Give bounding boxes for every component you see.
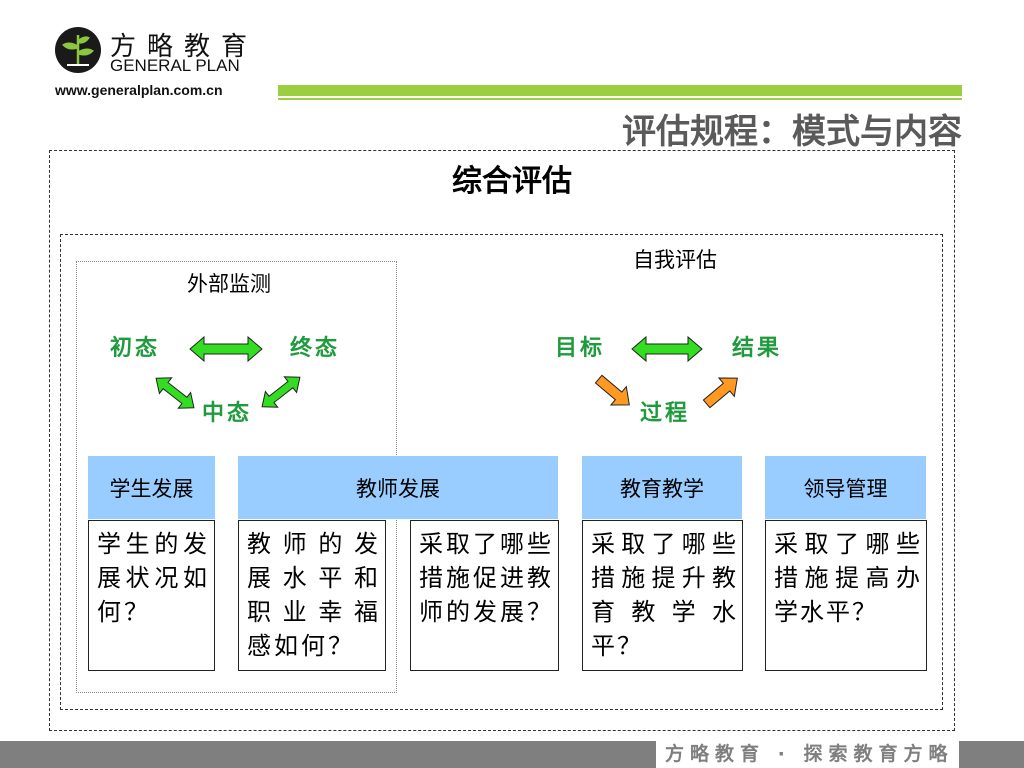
logo-icon [55,27,101,73]
footer-slogan: 方略教育 · 探索教育方略 [665,743,954,765]
stage-goal: 目标 [555,336,606,361]
question-student: 学生的发展状况如何？ [88,520,215,671]
category-student-development: 学生发展 [88,456,215,519]
footer-slogan-box [656,741,959,768]
stage-final: 终态 [290,336,341,361]
stage-result: 结果 [732,336,783,361]
self-evaluation-title: 自我评估 [633,248,717,272]
category-teacher-development: 教师发展 [238,456,558,519]
double-arrow-icon [189,335,263,363]
site-url: www.generalplan.com.cn [55,82,223,98]
brand-name-en: GENERAL PLAN [110,56,240,75]
stage-process: 过程 [640,401,691,426]
double-arrow-icon [631,335,703,363]
question-leadership: 采取了哪些措施提高办学水平？ [765,520,927,671]
double-arrow-icon [155,377,195,409]
double-arrow-icon [261,376,301,408]
question-teaching: 采取了哪些措施提升教育教学水平？ [582,520,743,671]
question-teacher-measures: 采取了哪些措施促进教师的发展？ [410,520,559,671]
header-accent-line [278,98,962,100]
stage-middle: 中态 [202,401,253,426]
self-evaluation-frame [60,234,943,710]
main-title: 综合评估 [452,164,572,199]
category-leadership: 领导管理 [765,456,926,519]
comprehensive-evaluation-frame [49,150,955,731]
category-teaching: 教育教学 [582,456,742,519]
stage-initial: 初态 [110,336,161,361]
brand-name-cn: 方略教育 [110,32,259,62]
external-monitoring-title: 外部监测 [187,272,271,296]
question-teacher-level: 教师的发展水平和职业幸福感如何？ [238,520,386,671]
page-title: 评估规程：模式与内容 [622,112,962,152]
arrow-right-icon [594,374,630,406]
arrow-right-icon [702,377,738,409]
header-accent-bar [278,85,962,96]
